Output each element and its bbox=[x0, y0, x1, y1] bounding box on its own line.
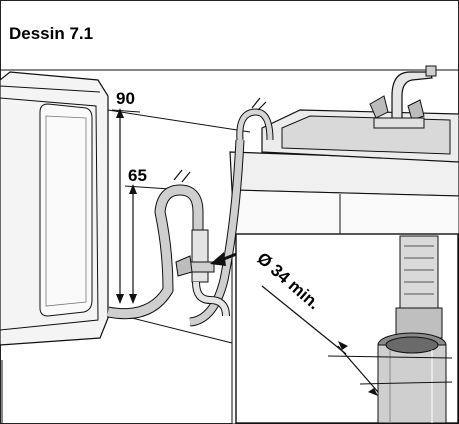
dim-ext-line-top bbox=[261, 285, 347, 355]
height-label-65: 65 bbox=[128, 166, 147, 185]
dim-line-diameter-bottom bbox=[359, 381, 453, 385]
faucet-icon bbox=[369, 65, 437, 129]
siphon-icon bbox=[175, 229, 230, 317]
figure-title: Dessin 7.1 bbox=[9, 24, 94, 43]
washing-machine-icon bbox=[0, 71, 109, 424]
height-arrow-90 bbox=[116, 108, 124, 304]
wall-line bbox=[107, 109, 251, 133]
height-arrow-65 bbox=[129, 184, 137, 304]
dim-arrow-line bbox=[337, 345, 379, 393]
dim-arrowhead-top bbox=[338, 341, 348, 350]
drain-hose-upper bbox=[189, 97, 274, 327]
dim-line-90 bbox=[111, 109, 141, 113]
detail-inset: Ø 34 min. bbox=[235, 233, 459, 424]
dim-arrowhead-bottom bbox=[368, 388, 378, 396]
height-label-90: 90 bbox=[116, 89, 135, 108]
drain-hose-icon bbox=[106, 169, 204, 320]
dim-line-diameter-top bbox=[327, 355, 453, 359]
